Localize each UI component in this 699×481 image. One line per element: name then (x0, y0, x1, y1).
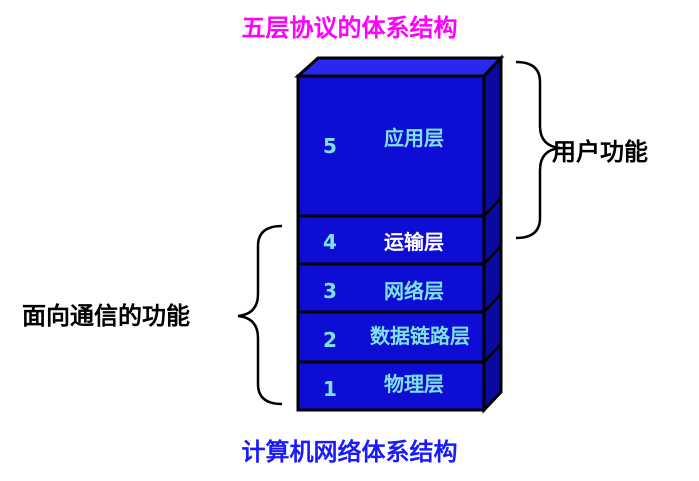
layer-3: 3 网络层 (296, 262, 486, 314)
communication-functions-label: 面向通信的功能 (22, 302, 190, 330)
layer-5-number: 5 (323, 134, 337, 158)
stack-top-face (294, 56, 505, 78)
side-separators (483, 197, 502, 363)
layer-4-number: 4 (323, 230, 337, 254)
layer-1-name: 物理层 (384, 372, 444, 396)
stack-side-face (482, 54, 503, 414)
left-brace (237, 224, 283, 406)
layer-1: 1 物理层 (296, 360, 486, 412)
layer-3-number: 3 (323, 279, 337, 303)
layer-3-name: 网络层 (384, 279, 444, 303)
layer-3-front (296, 262, 486, 314)
layer-1-number: 1 (323, 377, 337, 401)
layer-2-name: 数据链路层 (370, 324, 470, 348)
diagram-subtitle: 计算机网络体系结构 (241, 438, 458, 466)
layer-2-number: 2 (323, 328, 337, 352)
layer-4-front (296, 214, 486, 266)
layer-5-front (296, 74, 486, 218)
layer-4: 4 运输层 (296, 214, 486, 266)
user-functions-label: 用户功能 (552, 138, 648, 166)
layer-2: 2 数据链路层 (296, 310, 486, 364)
layer-4-name: 运输层 (384, 230, 444, 254)
layer-5-name: 应用层 (384, 126, 444, 150)
layer-1-front (296, 360, 486, 412)
right-brace (515, 60, 561, 240)
diagram-title: 五层协议的体系结构 (241, 14, 458, 42)
layer-5: 5 应用层 (296, 74, 486, 218)
